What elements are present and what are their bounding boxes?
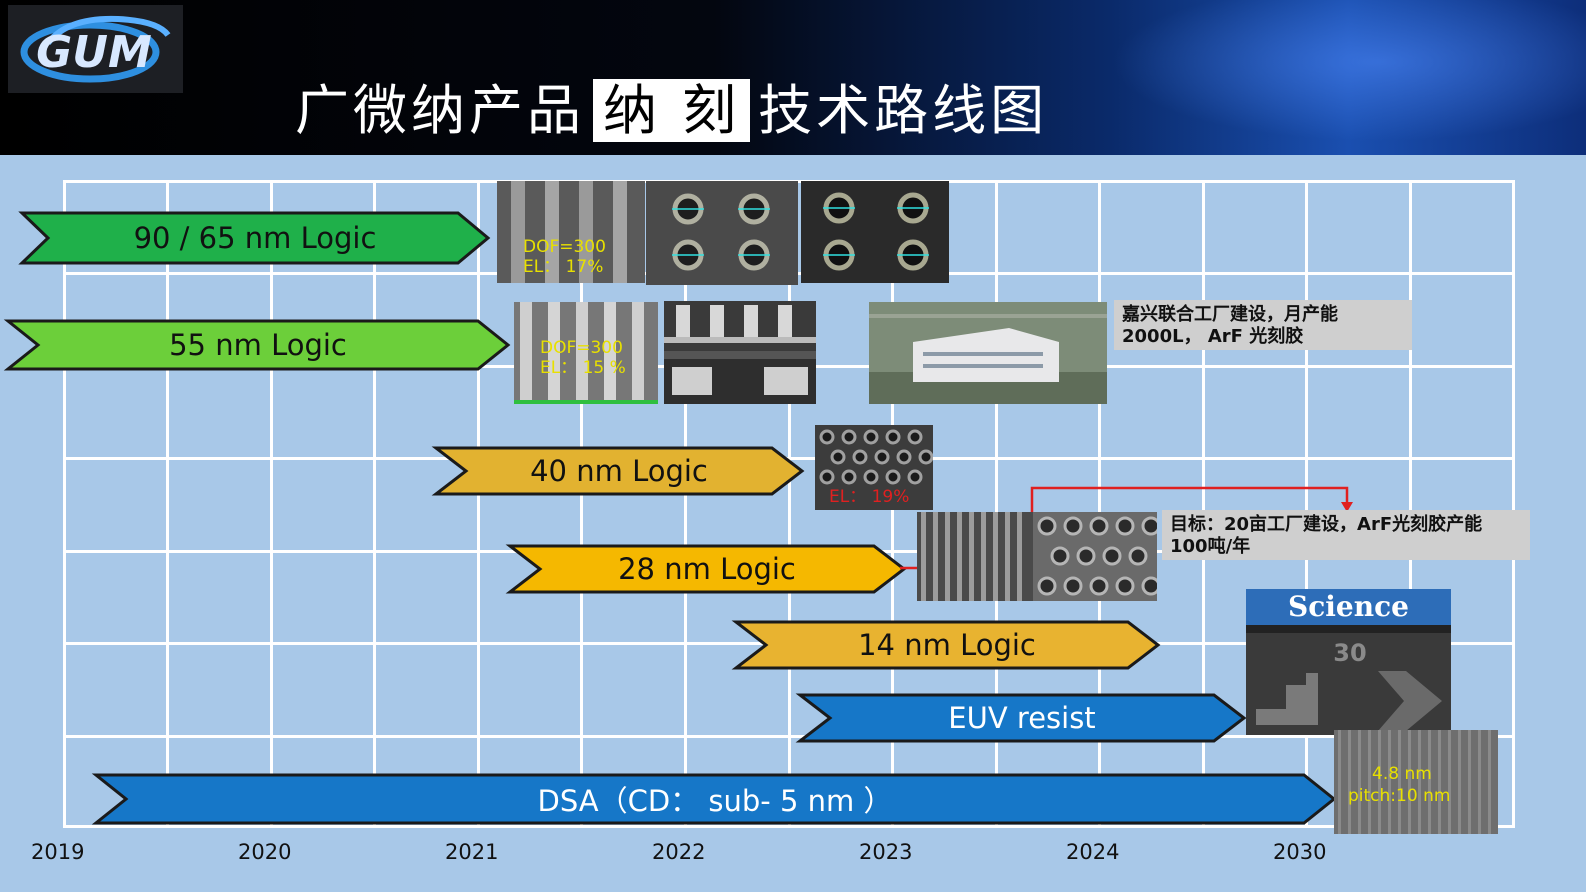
grid-line (270, 180, 273, 828)
roadmap-arrow-55nm: 55 nm Logic (3, 319, 511, 371)
sem-image-holes-1 (646, 181, 798, 285)
grid-line (1305, 180, 1308, 828)
roadmap-label: EUV resist (948, 701, 1096, 735)
science-panel-text: 30 (1333, 639, 1366, 667)
sem-image-cross-section (664, 301, 816, 404)
sem-image-holes-28nm (1033, 512, 1157, 601)
roadmap-label: DSA（CD： sub- 5 nm ） (537, 784, 893, 818)
dsa-pitch-label: pitch:10 nm (1348, 786, 1451, 806)
title-highlight: 纳 刻 (593, 79, 751, 142)
page-title: 广微纳产品纳 刻技术路线图 (295, 72, 1048, 150)
roadmap-label: 28 nm Logic (618, 552, 796, 586)
grid-line (63, 735, 1515, 738)
sem-image-holes-2 (801, 181, 949, 283)
target-note: 目标：20亩工厂建设，ArF光刻胶产能 100吨/年 (1162, 510, 1530, 560)
dof-label: DOF=300 (540, 338, 623, 358)
grid-line (1409, 180, 1412, 828)
roadmap-arrow-90-65nm: 90 / 65 nm Logic (18, 211, 491, 265)
factory-note: 嘉兴联合工厂建设，月产能 2000L， ArF 光刻胶 (1114, 300, 1412, 350)
roadmap-label: 14 nm Logic (858, 628, 1036, 662)
year-label: 2022 (652, 840, 706, 864)
title-part-1: 广微纳产品 (295, 79, 585, 142)
grid-line (1098, 180, 1101, 828)
roadmap-label: 40 nm Logic (530, 454, 708, 488)
logo-icon: GUM (20, 15, 171, 83)
grid-line (166, 180, 169, 828)
roadmap-arrow-euv: EUV resist (795, 693, 1247, 743)
grid-line (684, 180, 687, 828)
grid-line (373, 180, 376, 828)
sem-image-lines-55nm: DOF=300 EL： 15 % (514, 302, 658, 404)
grid-line (580, 180, 583, 828)
header-banner (0, 0, 1586, 155)
dof-label: DOF=300 (523, 237, 606, 257)
sem-image-lines-90nm: DOF=300 EL： 17% (497, 181, 645, 283)
sem-image-holes-40nm: EL： 19% (815, 425, 933, 510)
el-label: EL： 15 % (540, 358, 626, 378)
grid-line (63, 457, 1515, 460)
roadmap-arrow-40nm: 40 nm Logic (431, 446, 805, 496)
year-label: 2019 (31, 840, 85, 864)
grid-line (788, 180, 791, 828)
year-label: 2030 (1273, 840, 1327, 864)
grid-line (1202, 180, 1205, 828)
el-label: EL： 17% (523, 257, 604, 277)
dsa-cd-label: 4.8 nm (1372, 764, 1432, 784)
el-label: EL： 19% (829, 487, 910, 507)
title-part-2: 技术路线图 (758, 79, 1049, 142)
factory-photo (869, 302, 1107, 404)
dsa-sem-image: 4.8 nm pitch:10 nm (1334, 730, 1498, 834)
roadmap-arrow-dsa: DSA（CD： sub- 5 nm ） (91, 773, 1337, 825)
roadmap-label: 90 / 65 nm Logic (133, 221, 377, 255)
sem-image-lines-28nm (917, 512, 1033, 601)
science-masthead: Science (1246, 589, 1451, 625)
roadmap-arrow-14nm: 14 nm Logic (731, 620, 1161, 670)
roadmap-arrow-28nm: 28 nm Logic (505, 544, 907, 594)
year-label: 2020 (238, 840, 292, 864)
year-label: 2023 (859, 840, 913, 864)
roadmap-label: 55 nm Logic (169, 328, 347, 362)
science-cover: Science 30 (1246, 589, 1451, 735)
year-label: 2021 (445, 840, 499, 864)
grid-line (477, 180, 480, 828)
year-label: 2024 (1066, 840, 1120, 864)
grid-line (995, 180, 998, 828)
logo-text: GUM (36, 27, 152, 78)
company-logo: GUM (8, 5, 183, 93)
